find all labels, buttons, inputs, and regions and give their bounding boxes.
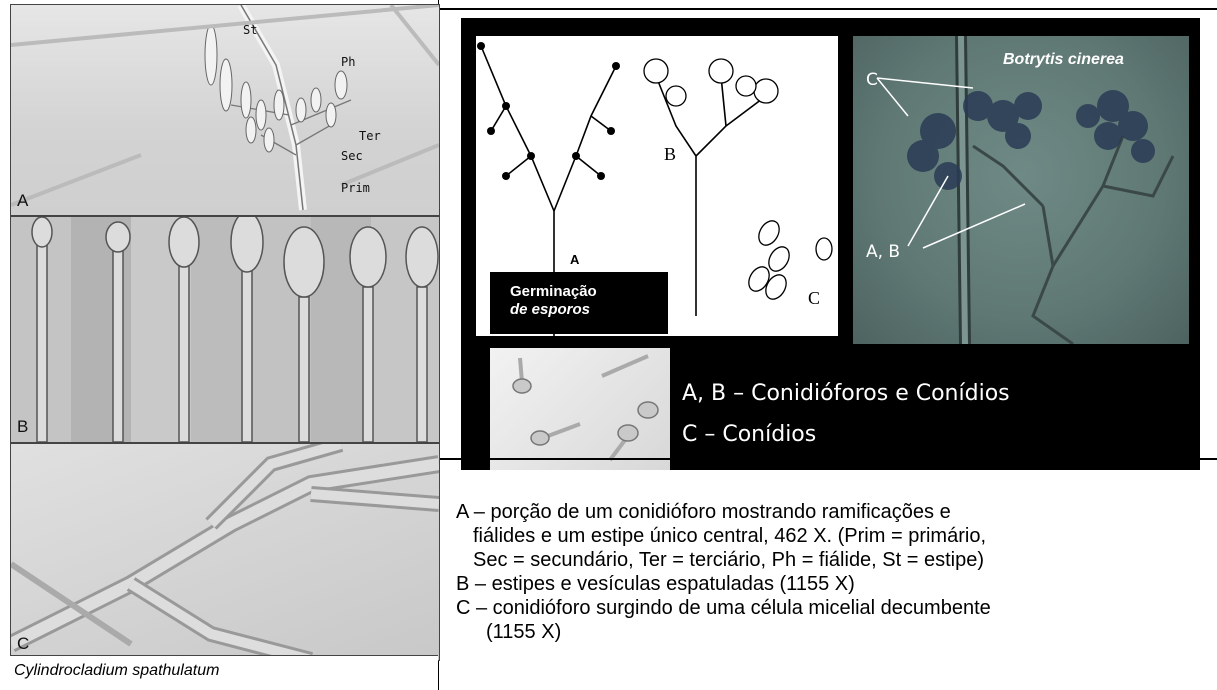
drawing-label-b: B — [664, 144, 677, 164]
panel-c-letter: C — [17, 634, 30, 653]
botrytis-micrograph — [853, 36, 1189, 344]
germination-line-2: de esporos — [510, 301, 591, 318]
label-st: St — [243, 23, 258, 37]
drawing-label-a: A — [570, 252, 580, 267]
drawing-label-c: C — [808, 288, 821, 308]
stipe-vesicles-photo — [11, 217, 439, 442]
caption-line-5: C – conidióforo surgindo de uma célula m… — [456, 597, 991, 619]
micrograph-column: St Ph Ter Sec Prim A B — [6, 4, 440, 679]
panel-a-micrograph: St Ph Ter Sec Prim A — [10, 4, 440, 216]
germination-label-box — [490, 272, 668, 334]
caption-line-3: Sec = secundário, Ter = terciário, Ph = … — [473, 549, 985, 571]
label-prim: Prim — [341, 181, 370, 195]
caption-line-4: B – estipes e vesículas espatuladas (115… — [456, 573, 855, 595]
species-caption-box — [10, 655, 438, 684]
germination-line-1: Germinação — [510, 283, 597, 300]
species-name: Cylindrocladium spathulatum — [14, 662, 220, 679]
label-ter: Ter — [359, 129, 381, 143]
panel-b-letter: B — [17, 417, 29, 436]
legend-conidiophores: A, B – Conidióforos e Conídios — [682, 381, 1010, 406]
spore-germination-image — [512, 354, 659, 462]
germination-photo — [490, 348, 670, 470]
line-drawing — [477, 42, 833, 336]
top-rule — [440, 8, 1217, 10]
photo-label-c: C — [866, 70, 878, 90]
caption-line-6: (1155 X) — [486, 621, 562, 643]
panel-a-letter: A — [17, 191, 29, 210]
legend-conidia: C – Conídios — [682, 422, 817, 447]
germination-label: Germinação de esporos — [510, 283, 597, 319]
botrytis-image — [876, 36, 1175, 344]
caption-line-1: A – porção de um conidióforo mostrando r… — [456, 501, 951, 523]
panel-b-micrograph: B — [10, 216, 440, 443]
label-sec: Sec — [341, 149, 363, 163]
caption-line-2: fiálides e um estipe único central, 462 … — [473, 525, 986, 547]
botrytis-title: Botrytis cinerea — [1003, 51, 1124, 68]
panel-c-micrograph: C — [10, 443, 440, 661]
bottom-rule — [440, 458, 1217, 460]
label-ph: Ph — [341, 55, 356, 69]
photo-label-ab: A, B — [866, 242, 901, 262]
decumbent-hypha-photo — [11, 444, 439, 660]
conidiophore-drawing-a — [11, 5, 439, 211]
